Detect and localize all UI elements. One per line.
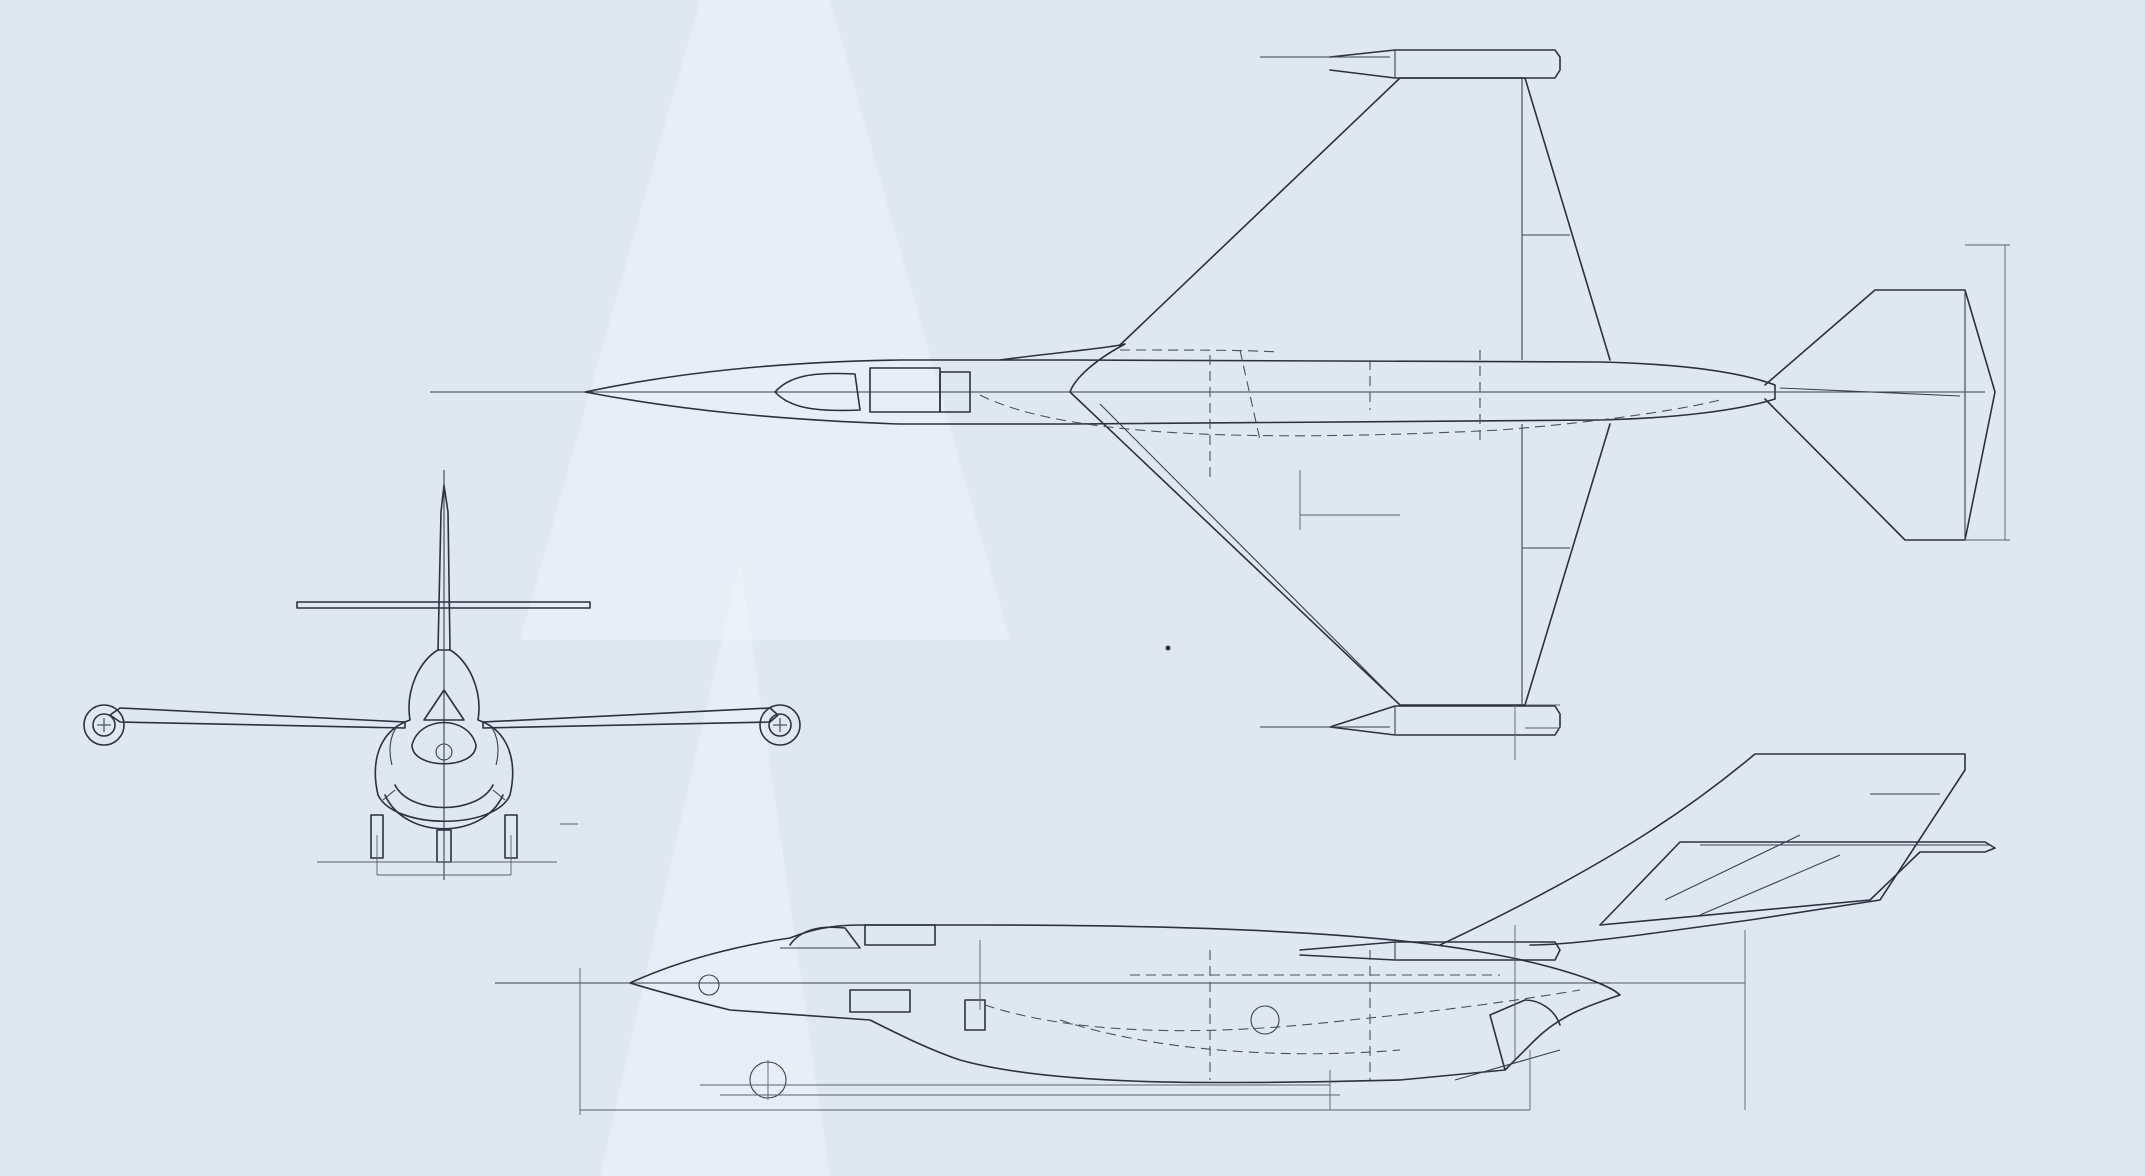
- top-view-lower-tip-tank: [1260, 705, 1561, 736]
- top-view-lower-wing: [1069, 391, 1611, 706]
- side-view-tailplane: [1599, 841, 1996, 926]
- front-view: [83, 470, 801, 880]
- front-view-right-tip-tank: [759, 704, 801, 746]
- top-view-strake: [999, 343, 1126, 393]
- top-view-canopy: [774, 372, 861, 412]
- front-view-wing: [109, 707, 406, 729]
- side-view-vertical-fin: [1439, 753, 1966, 946]
- background-ghost-silhouette: [520, 0, 1010, 1176]
- registration-dot: [1165, 645, 1171, 651]
- top-view-upper-tip-tank: [1260, 49, 1561, 79]
- side-view: [495, 753, 1996, 1115]
- side-view-fuselage: [629, 924, 1621, 1084]
- top-view-tailplane: [1764, 289, 1996, 541]
- top-view-upper-wing: [1119, 77, 1611, 361]
- side-view-canopy: [789, 926, 861, 949]
- side-view-intake-panel: [864, 924, 936, 946]
- top-view-intake-panel: [939, 371, 971, 413]
- front-view-fuselage: [374, 649, 514, 823]
- front-view-left-tip-tank: [83, 704, 125, 746]
- front-view-tailplane: [296, 601, 591, 609]
- top-view: [430, 49, 2010, 760]
- side-view-tip-tank: [1299, 941, 1561, 961]
